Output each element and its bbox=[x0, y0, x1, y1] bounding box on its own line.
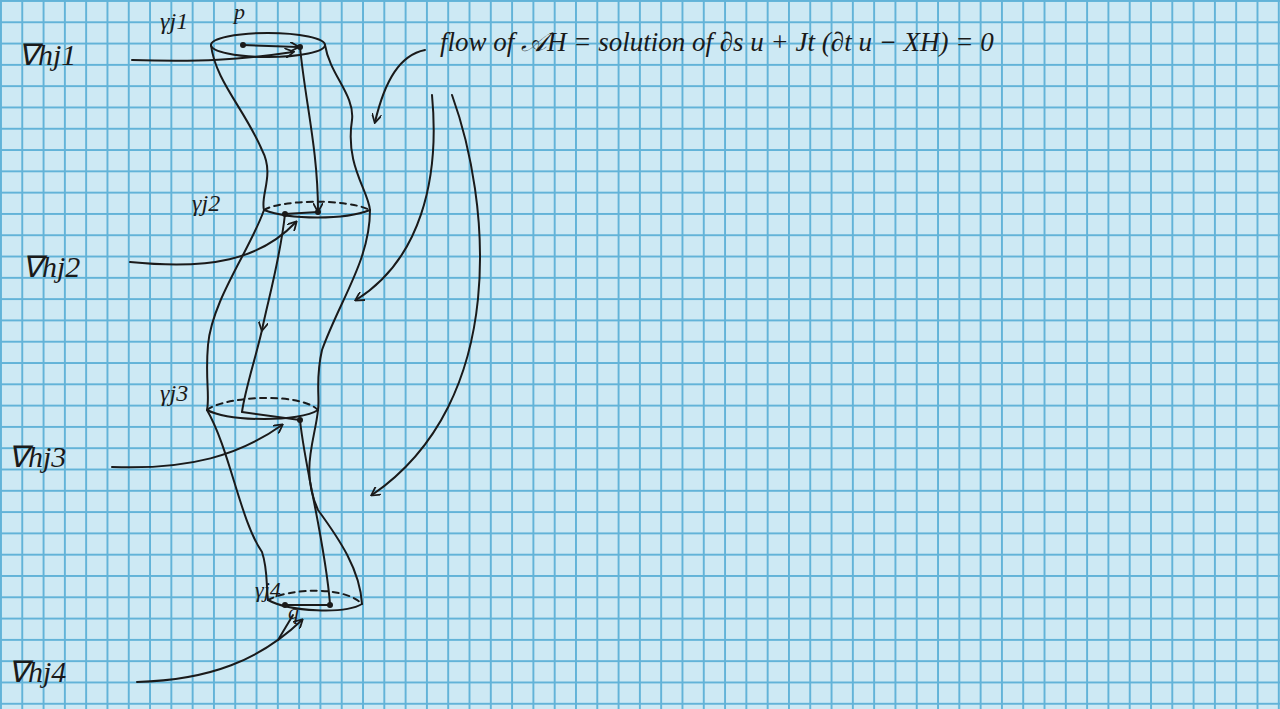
gradient-label: ∇hj2 bbox=[22, 250, 80, 283]
curve-label: γj4 bbox=[255, 578, 281, 602]
flow-annotation: flow of 𝒜H = solution of ∂s u + Jt (∂t u… bbox=[440, 28, 994, 58]
gradient-label: ∇hj4 bbox=[8, 655, 66, 688]
gradient-label: ∇hj1 bbox=[18, 38, 76, 71]
point-label: q bbox=[288, 600, 299, 624]
curve-label: γj2 bbox=[192, 190, 220, 216]
curve-label: γj1 bbox=[160, 8, 188, 34]
point-label: p bbox=[234, 0, 245, 24]
curve-label: γj3 bbox=[160, 380, 188, 406]
gradient-label: ∇hj3 bbox=[8, 440, 66, 473]
